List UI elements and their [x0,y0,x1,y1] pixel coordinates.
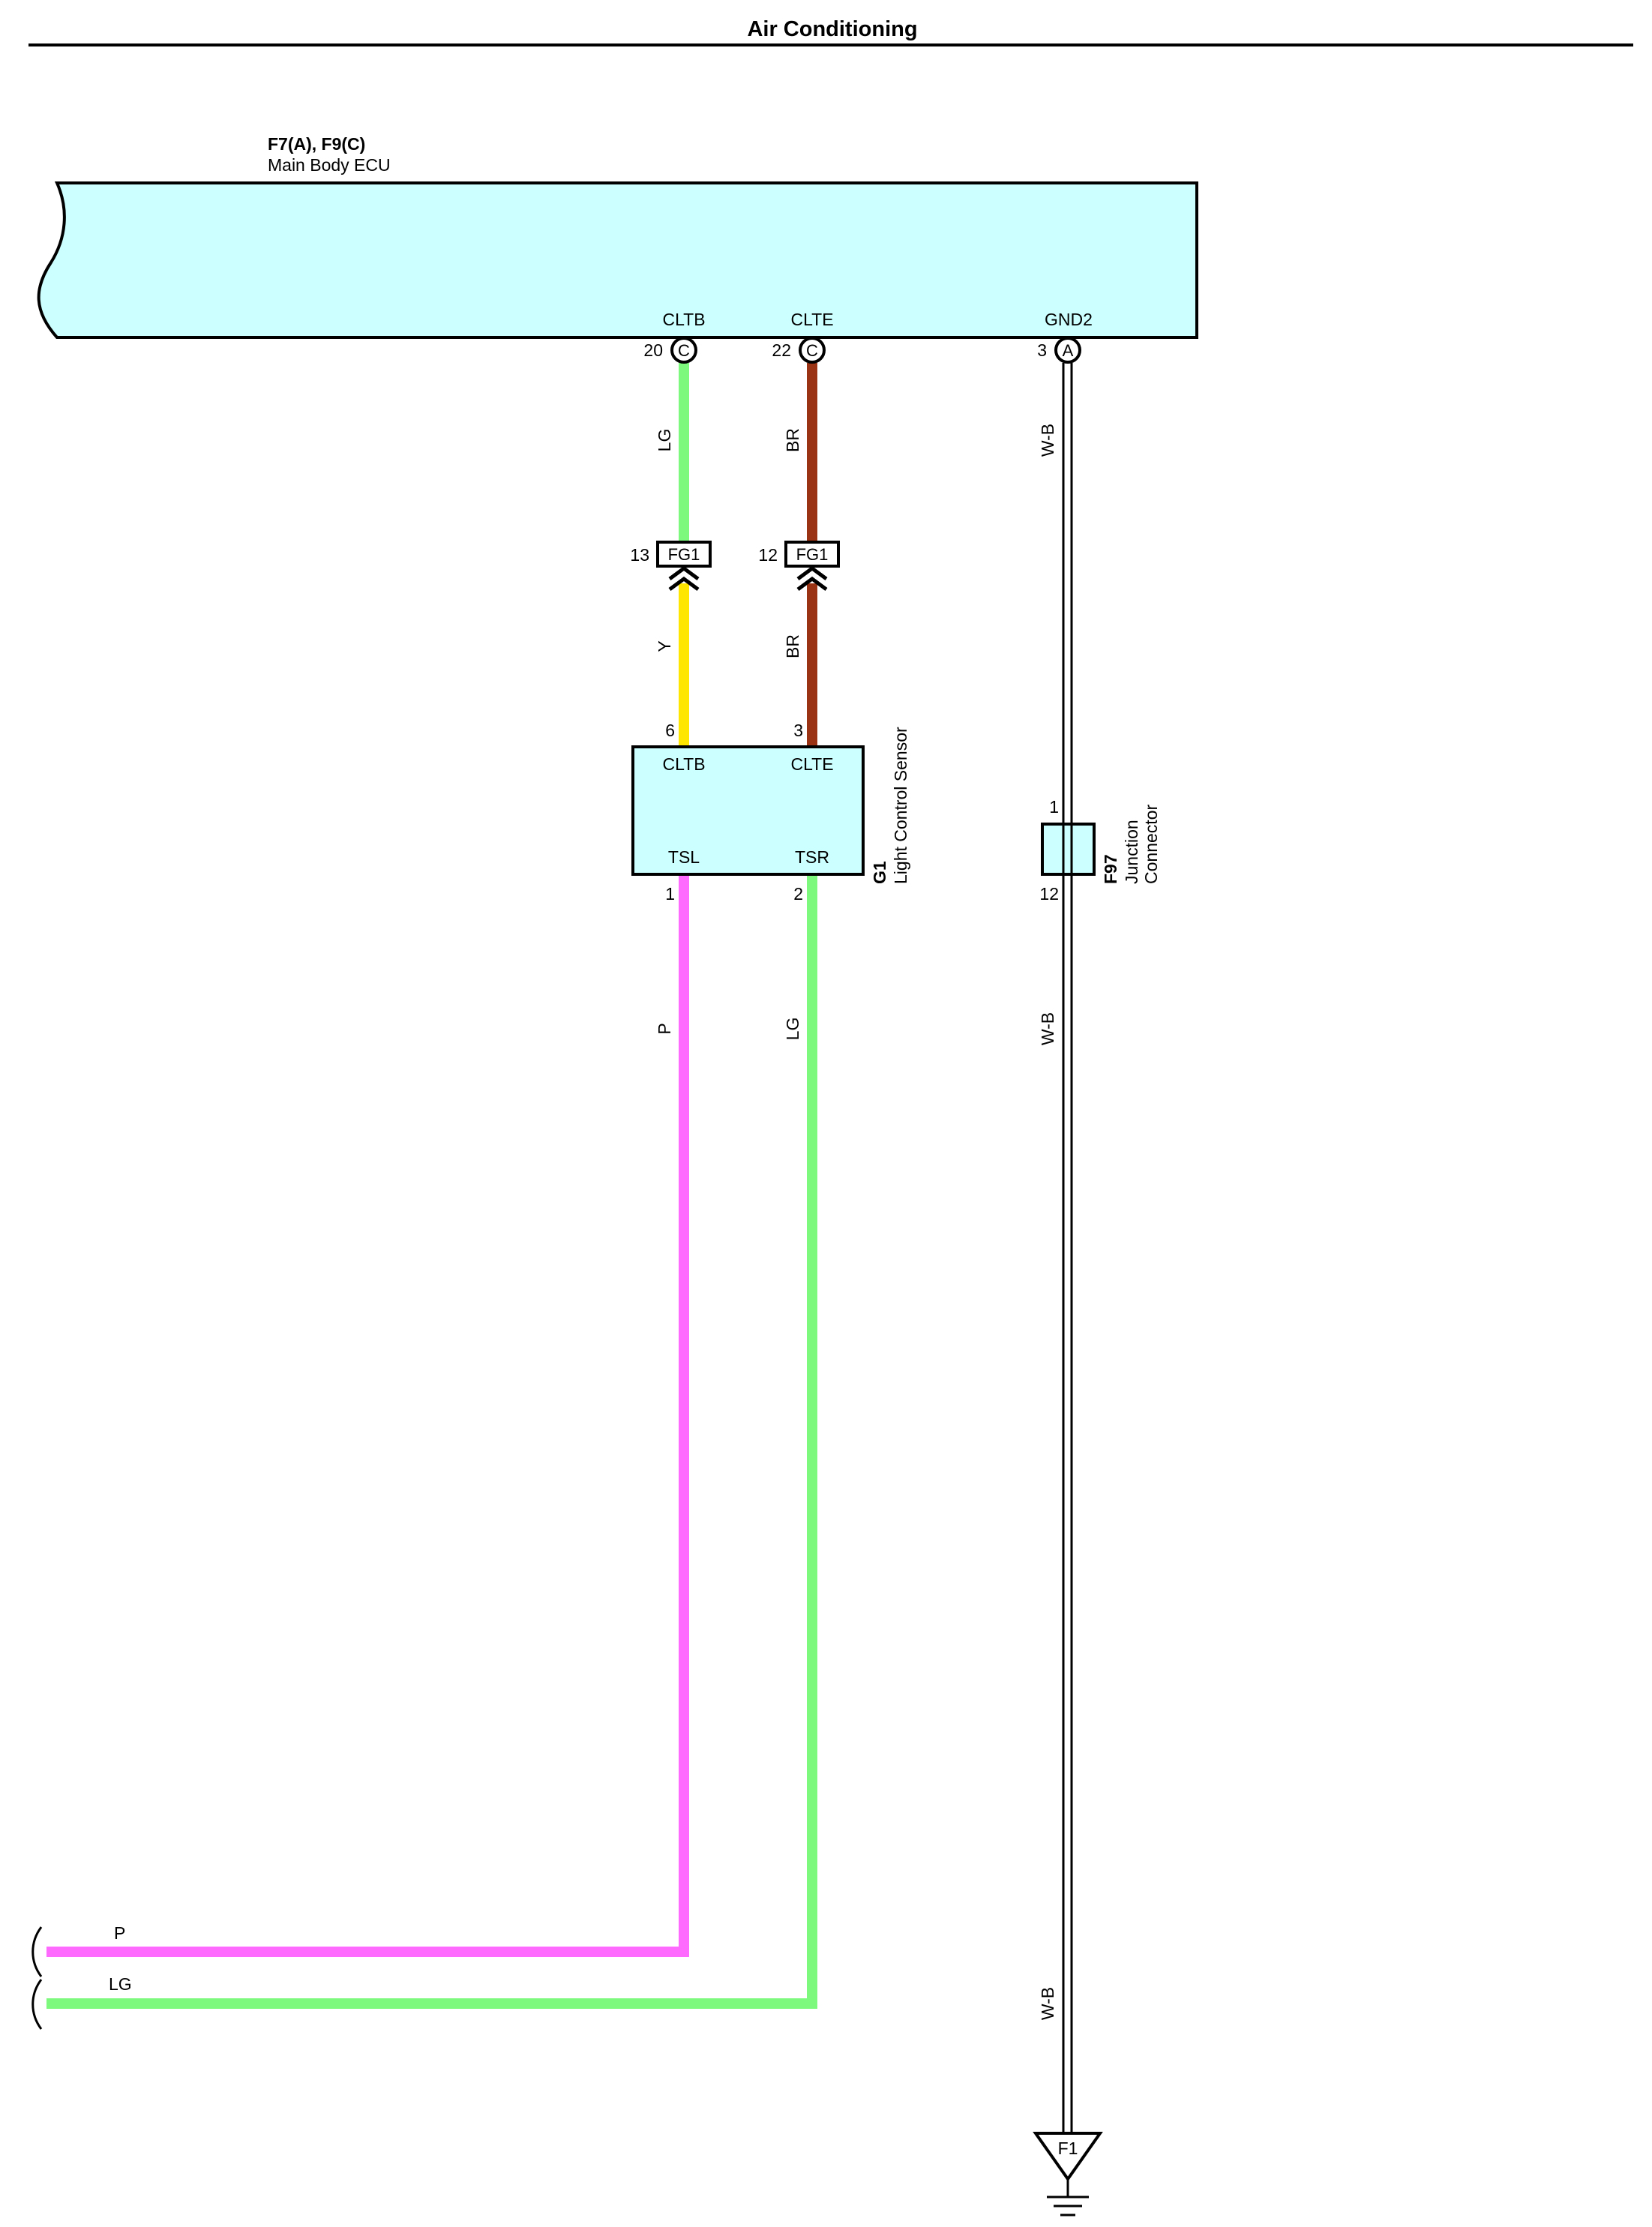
wire-break-mark-p [31,1926,43,1977]
ecu-terminal-cltb [670,337,697,364]
sensor-pin-name-tsl: TSL [668,847,700,867]
ecu-pin-name-gnd2: GND2 [1045,310,1093,329]
junction-connector-box [1041,823,1096,876]
ecu-terminal-gnd2-connector: A [1063,341,1074,360]
inline-connector-fg1-left-pin: 13 [630,545,649,565]
ecu-pin-number-clte: 22 [772,340,791,360]
ecu-terminal-gnd2 [1054,337,1081,364]
junction-name-line2: Connector [1141,805,1161,884]
sensor-pin-name-cltb: CLTB [662,754,705,774]
inline-connector-fg1-right-chevron [796,565,828,592]
page-title: Air Conditioning [747,17,917,41]
ecu-terminal-cltb-connector: C [678,341,690,360]
ecu-pin-number-cltb: 20 [643,340,663,360]
sensor-pin-number-cltb: 6 [665,721,675,740]
ground-point-id: F1 [1058,2139,1078,2158]
wire-label-tsl: P [655,1023,674,1034]
light-control-sensor-box [631,745,865,876]
sensor-pin-number-tsr: 2 [793,884,803,904]
sensor-pin-name-clte: CLTE [790,754,833,774]
inline-connector-fg1-right-pin: 12 [758,545,778,565]
wire-label-cltb-lower: Y [655,640,674,652]
ecu-connector-ids: F7(A), F9(C) [268,134,365,154]
inline-connector-fg1-right-id: FG1 [796,545,829,564]
ecu-pin-name-cltb: CLTB [662,310,705,329]
ground-point-triangle [1033,2132,1103,2182]
inline-connector-fg1-left-id: FG1 [668,545,700,564]
ecu-name: Main Body ECU [268,155,391,175]
junction-id: F97 [1101,854,1120,884]
wire-label-ground-1: W-B [1038,424,1057,457]
wire-tsr [46,874,817,2009]
sensor-pin-number-tsl: 1 [665,884,675,904]
wire-label-left-lg: LG [109,1974,132,1994]
wire-label-ground-3: W-B [1038,1987,1057,2020]
inline-connector-fg1-left-chevron [668,565,700,592]
ecu-pin-name-clte: CLTE [790,310,833,329]
wire-label-cltb-upper: LG [655,429,674,452]
wire-break-mark-lg [31,1979,43,2030]
wire-label-left-p: P [114,1923,125,1943]
sensor-pin-name-tsr: TSR [795,847,829,867]
wire-label-clte-lower: BR [783,634,802,658]
sensor-pin-number-clte: 3 [793,721,803,740]
ecu-pin-number-gnd2: 3 [1037,340,1047,360]
ground-symbol-icon [1047,2179,1089,2217]
wire-label-ground-2: W-B [1038,1012,1057,1045]
wire-label-clte-upper: BR [783,428,802,452]
main-body-ecu-box [37,181,1198,339]
wire-tsl [46,874,689,1957]
wire-label-tsr: LG [783,1018,802,1041]
ecu-terminal-clte-connector: C [806,341,818,360]
junction-pin-top: 1 [1049,797,1059,817]
sensor-name: Light Control Sensor [891,727,910,884]
ecu-terminal-clte [799,337,826,364]
junction-pin-bottom: 12 [1039,884,1059,904]
junction-name-line1: Junction [1122,820,1141,884]
sensor-id: G1 [870,861,889,884]
